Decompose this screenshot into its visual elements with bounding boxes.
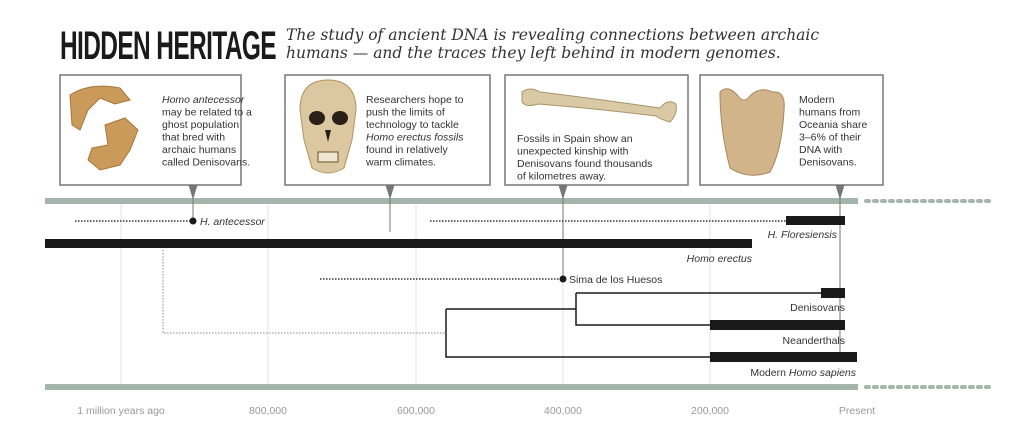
card4-text: Modern humans from Oceania share 3–6% of… [799, 94, 870, 169]
label-antecessor: H. antecessor [200, 216, 265, 228]
card-antecessor: Homo antecessor may be related to a ghos… [59, 74, 255, 186]
jaw-fragments-image [69, 85, 139, 171]
card1-text: Homo antecessor may be related to a ghos… [162, 94, 255, 169]
ghost-lineage-dotted [162, 250, 446, 334]
skull-image [299, 79, 357, 174]
tick-present: Present [839, 405, 875, 417]
pointer-lines [188, 184, 845, 357]
subtitle-line-1: The study of ancient DNA is revealing co… [286, 26, 819, 44]
card-erectus: Researchers hope to push the limits of t… [284, 74, 491, 186]
denisovans-bar [821, 288, 845, 298]
sima-point [559, 275, 567, 283]
tick-600k: 600,000 [397, 405, 435, 417]
antecessor-point [189, 217, 197, 225]
tick-200k: 200,000 [691, 405, 729, 417]
card2-text: Researchers hope to push the limits of t… [365, 94, 466, 169]
label-sima: Sima de los Huesos [569, 274, 662, 286]
tooth-image [719, 88, 785, 176]
tick-1m: 1 million years ago [77, 405, 165, 417]
neanderthals-bar [710, 320, 845, 330]
axis-ticks: 1 million years ago 800,000 600,000 400,… [77, 405, 875, 417]
floresiensis-bar [786, 216, 845, 225]
top-band [45, 198, 858, 204]
label-neanderthals: Neanderthals [783, 335, 845, 347]
sapiens-bar [710, 352, 857, 362]
card-oceania: Modern humans from Oceania share 3–6% of… [699, 74, 884, 186]
card-sima: Fossils in Spain show an unexpected kins… [504, 74, 689, 186]
bottom-band [45, 384, 858, 390]
tick-400k: 400,000 [544, 405, 582, 417]
femur-image [521, 88, 677, 123]
page-title: HIDDEN HERITAGE [60, 24, 276, 68]
card3-text: Fossils in Spain show an unexpected kins… [517, 133, 655, 183]
subtitle-line-2: humans — and the traces they left behind… [286, 44, 781, 62]
label-erectus: Homo erectus [687, 253, 753, 265]
label-sapiens: Modern Homo sapiens [750, 367, 856, 379]
phylogeny-branches [445, 292, 821, 358]
label-denisovans: Denisovans [790, 302, 845, 314]
tick-800k: 800,000 [249, 405, 287, 417]
erectus-bar [45, 239, 752, 248]
label-floresiensis: H. Floresiensis [768, 229, 838, 241]
